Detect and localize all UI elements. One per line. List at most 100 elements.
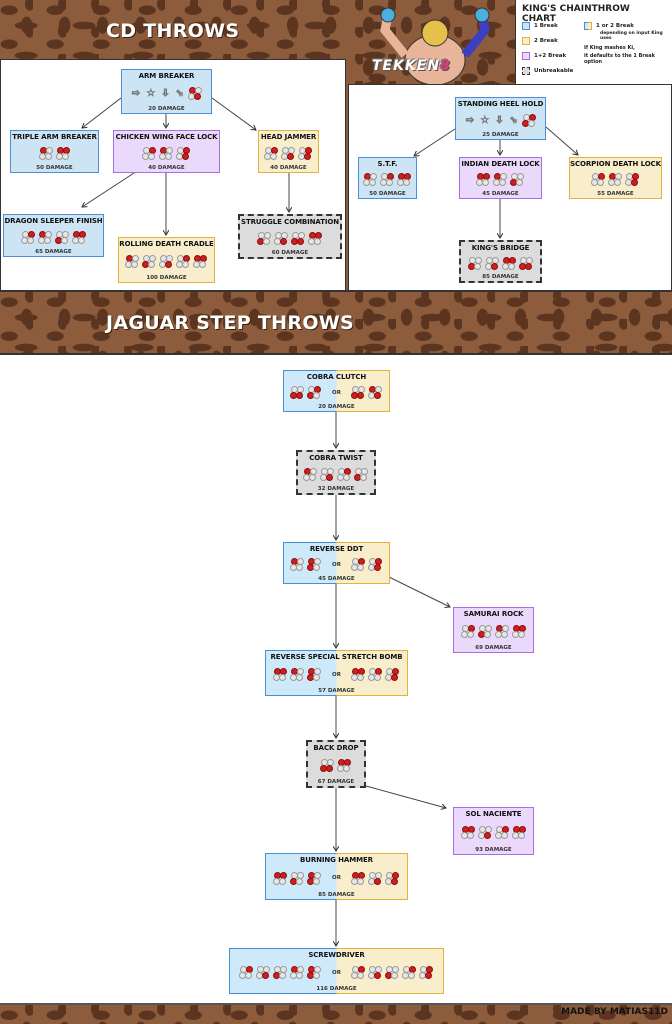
button-input-icon: [354, 467, 369, 481]
throw-name: ROLLING DEATH CRADLE: [119, 240, 214, 248]
button-4-dot: [313, 972, 321, 979]
credit: MADE BY MATIAS11D: [561, 1007, 668, 1017]
button-input-icon: [37, 230, 53, 244]
damage-label: 69 DAMAGE: [475, 645, 512, 651]
legend-1-or-2-break: 1 or 2 Break: [584, 22, 634, 30]
button-4-dot: [263, 237, 270, 245]
button-input-icon: [494, 826, 510, 839]
button-4-dot: [507, 262, 515, 270]
button-4-pressed-dot: [194, 92, 202, 100]
leopard-background-band: [0, 290, 672, 355]
button-input-icon: [290, 558, 305, 571]
button-input-icon: [380, 173, 395, 186]
button-input-icon: [320, 759, 335, 772]
button-4-dot: [279, 674, 287, 681]
button-4-dot: [296, 564, 304, 571]
button-4-pressed-dot: [182, 152, 189, 160]
motion-f-arrow-icon: ⇨: [131, 87, 141, 99]
button-4-pressed-dot: [287, 152, 294, 160]
button-input-icon: [350, 871, 366, 885]
purple-swatch-icon: [522, 52, 530, 60]
button-input-icon: [510, 173, 525, 186]
button-4-dot: [296, 877, 304, 885]
button-4-dot: [131, 261, 138, 268]
button-4-pressed-dot: [326, 473, 333, 481]
throw-name: STANDING HEEL HOLD: [457, 100, 544, 108]
button-input-icon: [55, 146, 71, 160]
button-4-dot: [182, 261, 189, 268]
button-input-icon: [38, 146, 54, 160]
damage-label: 32 DAMAGE: [317, 486, 355, 492]
damage-label: 100 DAMAGE: [146, 275, 187, 281]
damage-label: 45 DAMAGE: [318, 576, 355, 582]
button-input-icon: [281, 146, 296, 160]
button-4-dot: [270, 152, 277, 160]
button-4-pressed-dot: [356, 392, 364, 399]
blue-swatch-icon: [522, 22, 530, 30]
motion-d-arrow-icon: ⇩: [161, 87, 170, 99]
motion-df-arrow-icon: ⇘: [175, 87, 185, 99]
button-4-dot: [43, 236, 51, 244]
ki-note-1: If King mashes Ki,: [584, 45, 635, 51]
button-input-icon: [273, 668, 288, 681]
damage-label: 50 DAMAGE: [369, 191, 406, 197]
button-4-pressed-dot: [296, 392, 304, 399]
damage-label: 25 DAMAGE: [482, 132, 519, 138]
throw-name: TRIPLE ARM BREAKER: [12, 133, 97, 141]
throw-name: SCORPION DEATH LOCK: [570, 160, 661, 168]
button-input-icon: [125, 255, 140, 268]
button-input-icon: [350, 966, 366, 979]
damage-label: 67 DAMAGE: [317, 779, 355, 785]
button-input-icon: [307, 668, 322, 681]
button-input-icon: [298, 146, 313, 160]
button-4-dot: [44, 152, 52, 160]
button-4-dot: [516, 179, 523, 186]
button-4-dot: [500, 832, 508, 839]
throw-name: REVERSE DDT: [309, 545, 364, 553]
button-4-dot: [26, 236, 34, 244]
throw-name: SOL NACIENTE: [465, 810, 522, 818]
button-input-icon: [350, 386, 366, 399]
damage-label: 45 DAMAGE: [482, 191, 519, 197]
button-4-dot: [313, 877, 321, 885]
button-input-icon: [303, 467, 318, 481]
button-4-dot: [356, 674, 364, 681]
button-4-dot: [528, 119, 536, 127]
chart-title: KING'S CHAINTHROW CHART: [522, 4, 630, 24]
throw-name: BURNING HAMMER: [300, 856, 373, 864]
input-sequence: OR: [239, 966, 434, 979]
button-4-dot: [369, 179, 376, 186]
damage-label: 60 DAMAGE: [271, 250, 309, 256]
input-sequence: OR: [290, 558, 383, 571]
button-4-pressed-dot: [424, 972, 432, 979]
button-input-icon: [71, 230, 87, 244]
throw-node-arm-breaker: ARM BREAKER⇨☆⇩⇘20 DAMAGE: [121, 69, 212, 114]
button-input-icon: [493, 173, 508, 186]
button-4-dot: [165, 152, 172, 160]
button-input-icon: [591, 173, 606, 186]
legend-1-break: 1 Break: [522, 22, 558, 30]
button-4-dot: [296, 972, 304, 979]
button-4-dot: [296, 674, 304, 681]
button-4-dot: [356, 972, 364, 979]
button-4-dot: [517, 631, 525, 638]
cd-throws-heading: CD THROWS: [106, 20, 240, 42]
button-input-icon: [320, 467, 335, 481]
button-4-dot: [614, 179, 621, 186]
throw-name: HEAD JAMMER: [260, 133, 317, 141]
damage-label: 20 DAMAGE: [148, 106, 185, 112]
button-input-icon: [176, 255, 191, 268]
button-4-dot: [148, 152, 155, 160]
button-4-dot: [343, 765, 350, 772]
button-input-icon: [477, 826, 493, 839]
motion-n-arrow-icon: ☆: [146, 87, 156, 99]
button-4-dot: [148, 261, 155, 268]
